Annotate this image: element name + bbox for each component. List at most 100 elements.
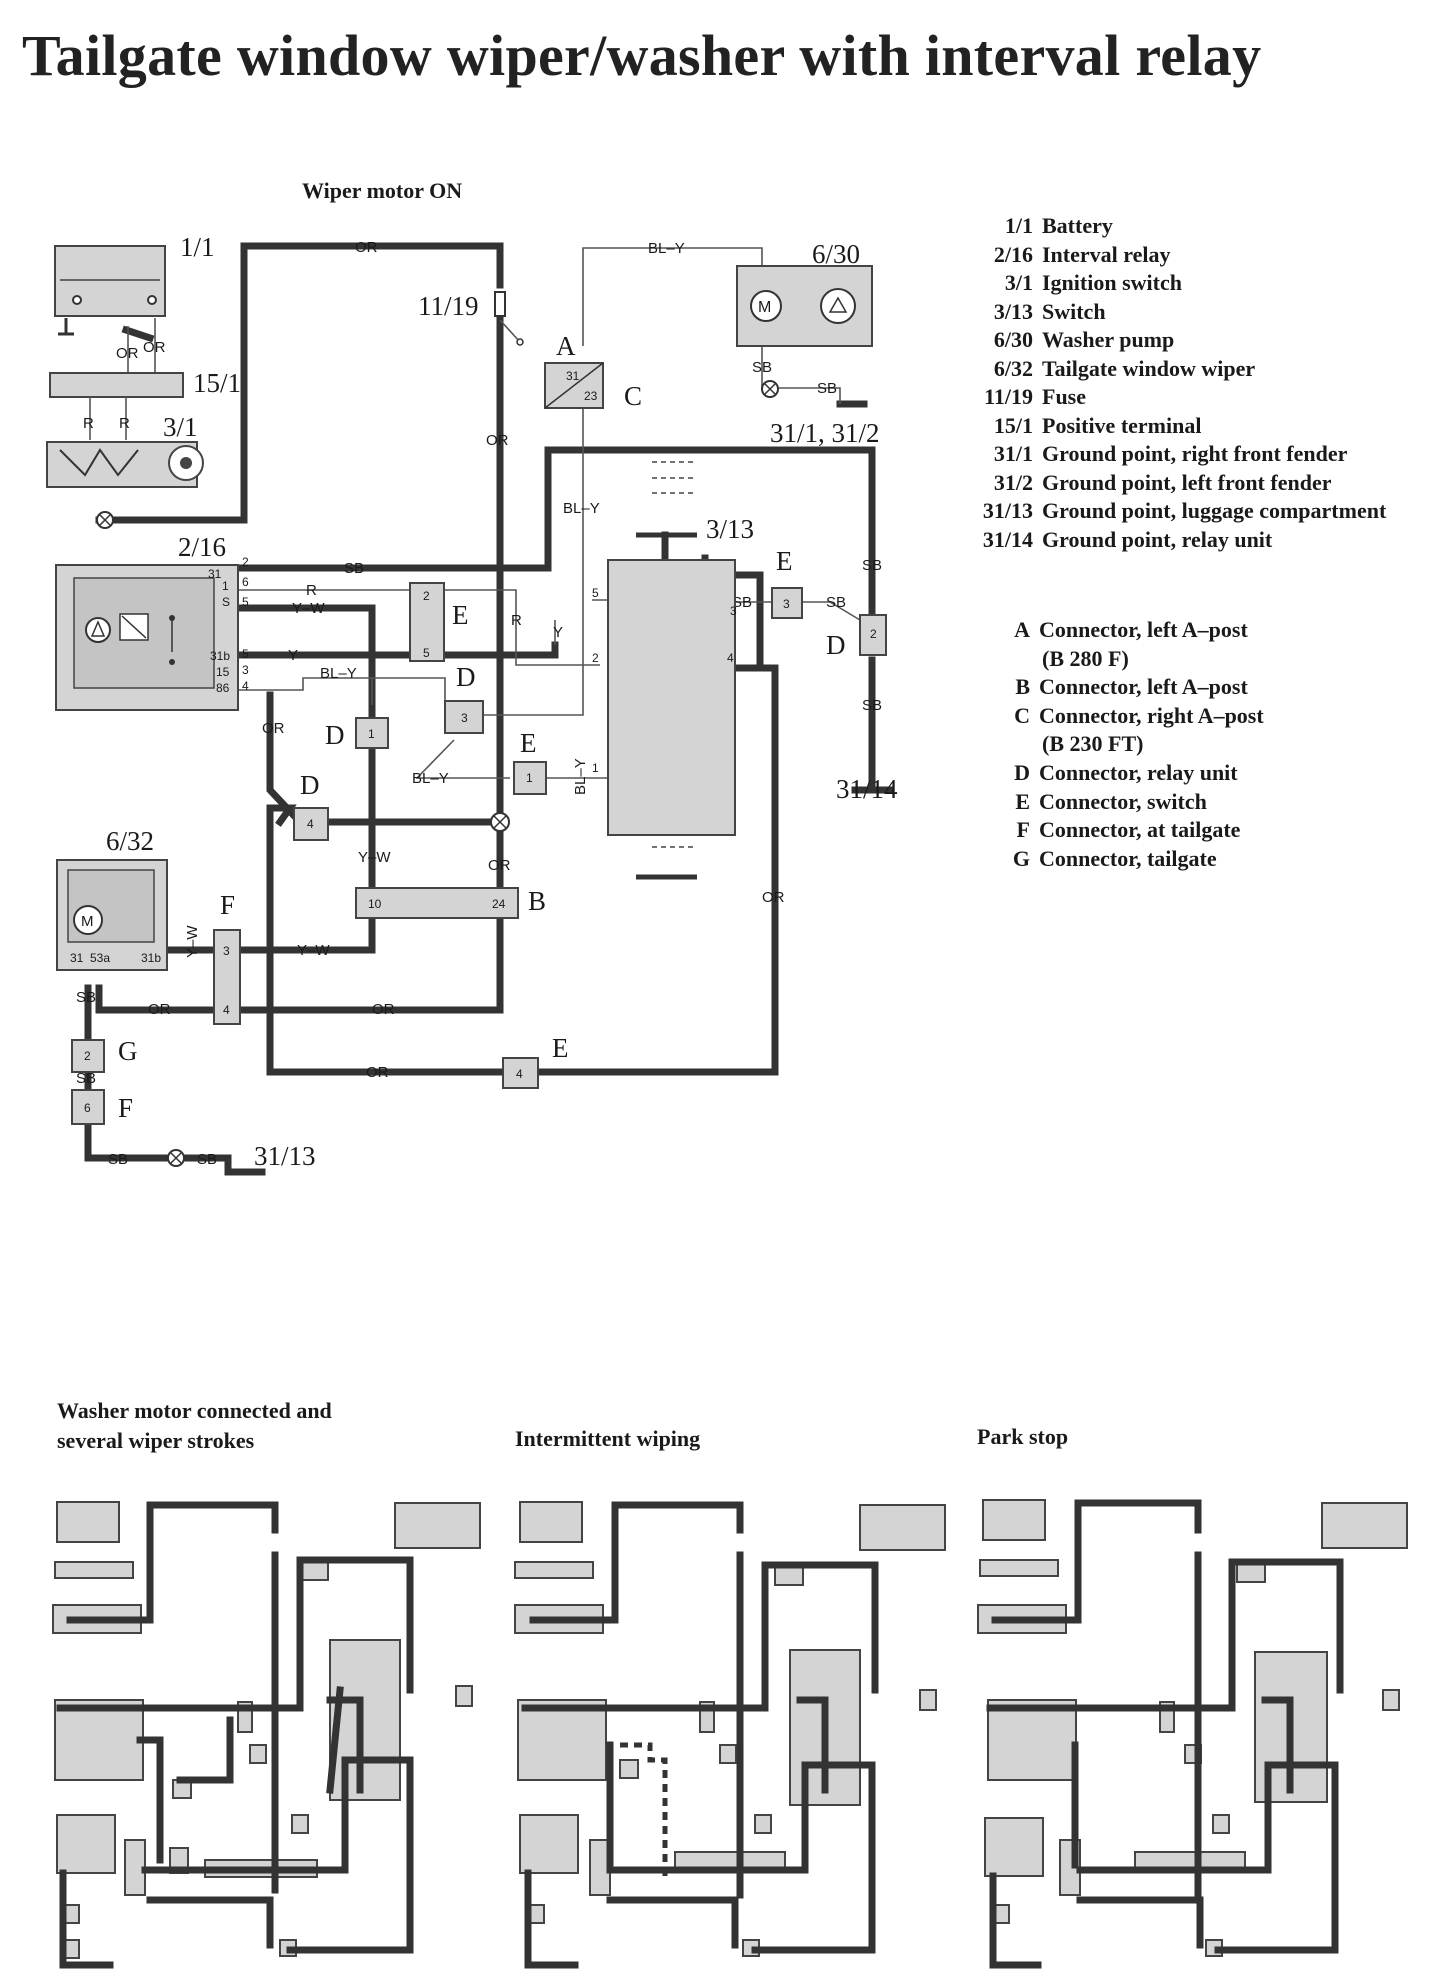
label-ground-luggage: 31/13 [254,1141,316,1171]
connector-name: Connector, right A–post [1039,702,1264,728]
label-connector-e-a: E [452,600,469,630]
connector-e-4 [502,1057,539,1089]
legend-code: 31/14 [982,526,1033,552]
legend-code: 31/2 [993,469,1033,495]
wire-sb-tg4: SB [197,1151,217,1168]
connector-a-c [544,362,604,409]
legend-name: Fuse [1042,384,1086,409]
pin-632-31b: 31b [141,951,161,965]
fuse [494,279,524,346]
wire-or-fuse-down: OR [486,432,509,449]
relay-pin-6: 6 [242,575,249,589]
legend-code: 6/30 [993,327,1033,352]
label-switch: 3/13 [706,514,754,544]
connector-code: B [1015,674,1030,700]
interval-relay [55,564,239,711]
connector-e-3 [771,587,803,619]
wire-sb-d2: SB [826,594,846,611]
wire-sb-tg3: SB [108,1151,128,1168]
label-connector-f-b: F [118,1093,133,1123]
legend-code: 31/13 [982,498,1033,523]
connector-code: F [1016,817,1030,843]
switch-pin-3: 3 [730,604,737,618]
wire-or-top: OR [355,239,378,256]
wire-bly-e1: BL–Y [412,770,449,787]
wire-yw-f3: Y–W [297,942,330,959]
caption-washer-line2: several wiper strokes [57,1428,255,1453]
thin-wires [238,247,861,779]
wire-or-632: OR [148,1001,171,1018]
relay-pin-5b: 5 [242,647,249,661]
pin-d-3: 3 [461,711,468,725]
switch-313 [607,461,736,880]
subdiagram-intermittent [514,1501,946,1969]
wire-yw-d1: Y–W [358,849,391,866]
legend-code: 6/32 [993,355,1033,381]
pin-c-23: 23 [584,389,598,403]
wire-sb-washer-v: SB [752,359,772,376]
wire-bly-vert: BL–Y [572,758,589,795]
connector-name: Connector, left A–post [1039,674,1248,700]
connector-f [213,929,241,1025]
label-connector-d-d: D [826,630,846,660]
label-connector-d-b: D [325,720,345,750]
pin-f-4: 4 [223,1003,230,1017]
pin-b-10: 10 [368,897,382,911]
legend-code: 1/1 [1004,213,1033,238]
legend-name: Ground point, relay unit [1042,526,1273,552]
pin-e-4: 4 [516,1067,523,1081]
label-connector-d-c: D [300,770,320,800]
connector-b [355,887,519,919]
connector-name: Connector, tailgate [1039,845,1217,871]
wire-or-f4: OR [372,1001,395,1018]
pin-d-2: 2 [870,627,877,641]
label-ground-fenders: 31/1, 31/2 [770,418,880,448]
label-tailgate-wiper: 6/32 [106,826,154,856]
ignition-switch [46,441,204,529]
connector-g [71,1039,105,1073]
connector-d-1 [355,717,389,749]
label-connector-g: G [118,1036,138,1066]
connector-name: Connector, switch [1039,788,1207,814]
connector-d-3 [444,700,484,734]
relay-pin-3: 3 [242,663,249,677]
connector-code: E [1015,788,1030,814]
pin-632-31: 31 [70,951,84,965]
connector-e-1 [513,761,547,795]
label-ground-relay-unit: 31/14 [836,774,898,804]
svg-text:M: M [81,913,94,930]
wire-sb-e3: SB [732,594,752,611]
pin-d-1: 1 [368,727,375,741]
connector-f-6 [71,1089,105,1125]
wire-sb-tg1: SB [76,989,96,1006]
pin-f-6: 6 [84,1101,91,1115]
legend-name: Interval relay [1042,241,1171,267]
pin-g-2: 2 [84,1049,91,1063]
legend-code: 15/1 [993,412,1033,438]
relay-pin-31b: 31b [210,649,230,663]
connector-code: D [1014,759,1030,785]
label-connector-b: B [528,886,546,916]
positive-terminal [49,372,184,398]
label-ignition-switch: 3/1 [163,412,198,442]
wire-r-b: R [119,415,130,432]
relay-pin-31-top: 31 [208,567,222,581]
label-connector-e-d: E [552,1033,569,1063]
relay-pin-4: 4 [242,679,249,693]
legend-code: 3/13 [993,298,1033,324]
label-connector-a: A [556,331,576,361]
relay-pin-1: 1 [222,579,229,593]
connector-code: G [1012,845,1030,871]
page-title: Tailgate window wiper/washer with interv… [22,23,1262,88]
connector-code: A [1014,617,1030,642]
